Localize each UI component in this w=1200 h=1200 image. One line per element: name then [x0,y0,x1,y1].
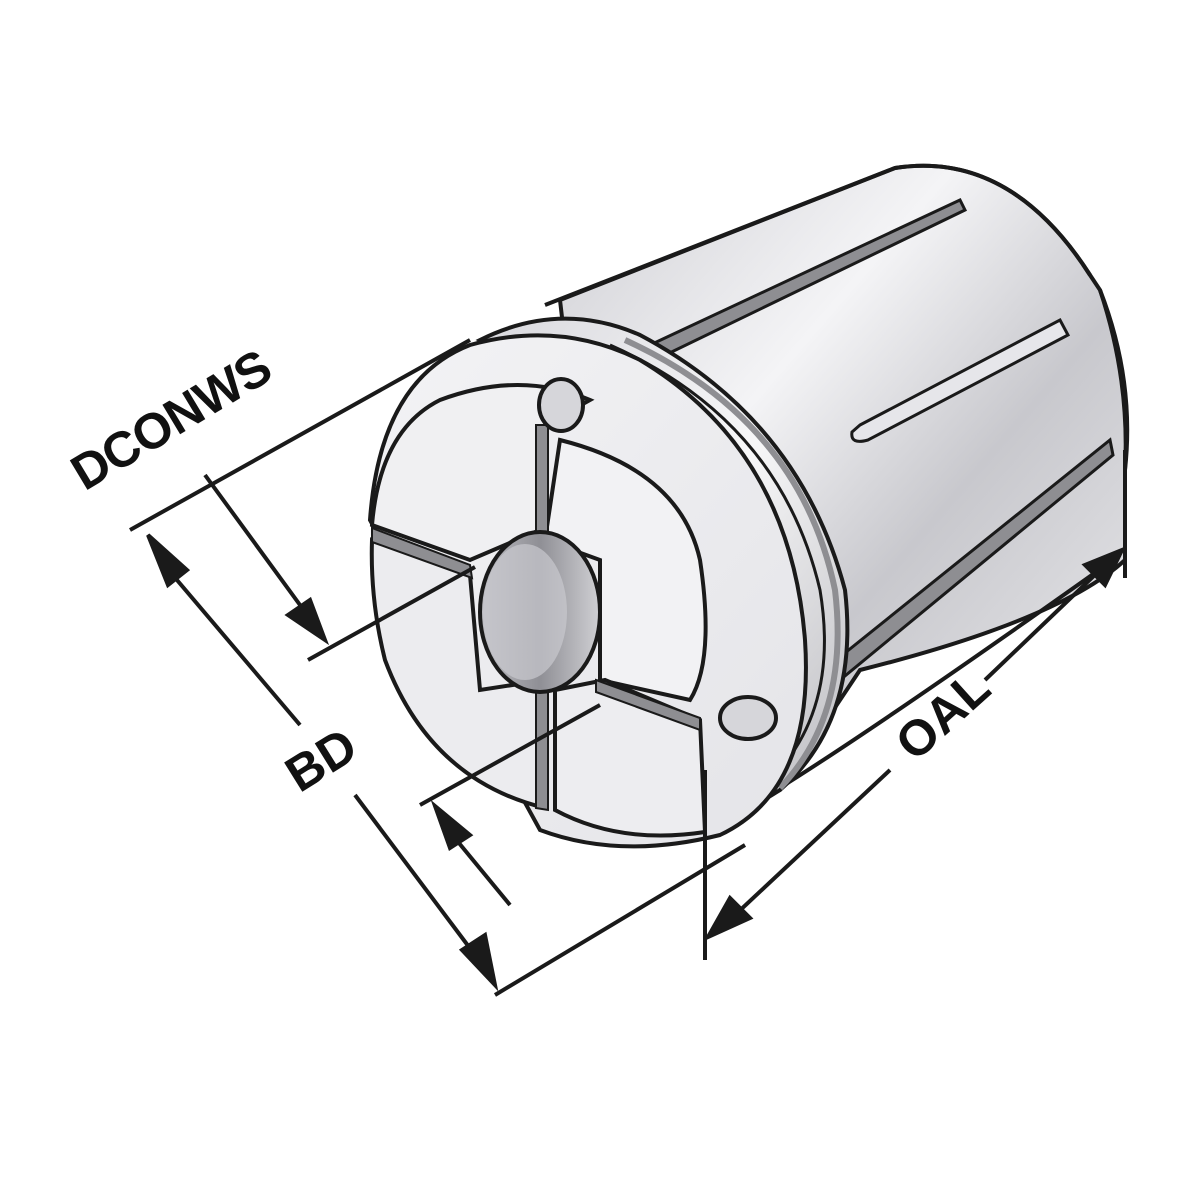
front-face [369,383,708,838]
body-slots [648,198,1115,683]
relief-holes [537,377,778,741]
bore [478,530,602,694]
dimension-lines [129,338,1127,997]
